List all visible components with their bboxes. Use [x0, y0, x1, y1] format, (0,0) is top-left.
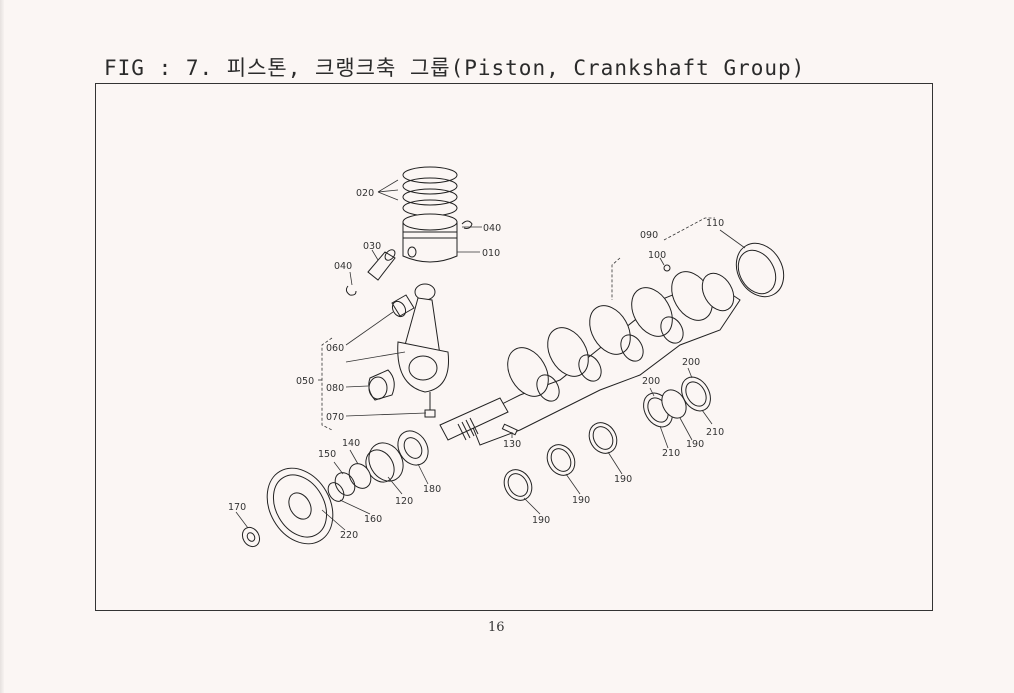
callout-030: 030: [363, 241, 381, 252]
key-130: [501, 423, 518, 436]
callout-200-right: 200: [682, 357, 700, 368]
callout-110: 110: [706, 218, 724, 229]
main-bearing-190-1: [503, 469, 533, 501]
callout-labels: 020 040 010 030 040 060 050 080 070 090 …: [228, 188, 724, 541]
nut-170: [241, 526, 261, 548]
callout-120: 120: [395, 496, 413, 507]
callout-090: 090: [640, 230, 658, 241]
leader-lines: [235, 179, 746, 531]
page-binding-edge: [0, 0, 4, 693]
callout-130: 130: [503, 439, 521, 450]
callout-220: 220: [340, 530, 358, 541]
callout-190-1: 190: [532, 515, 550, 526]
callout-150: 150: [318, 449, 336, 460]
rear-seal-110: [735, 242, 785, 298]
crankshaft: [439, 271, 741, 446]
callout-200-left: 200: [642, 376, 660, 387]
gear-120: [365, 442, 404, 483]
small-end-bushing: [391, 294, 415, 318]
page-number: 16: [488, 620, 505, 635]
rod-bolt-070: [424, 392, 436, 418]
callout-180: 180: [423, 484, 441, 495]
thrust-washer-200-210-right: [681, 376, 711, 412]
callout-020: 020: [356, 188, 374, 199]
callout-140: 140: [342, 438, 360, 449]
rod-bearing-080: [368, 369, 395, 401]
main-bearing-190-2: [546, 444, 576, 476]
gear-180: [397, 430, 429, 466]
callout-160: 160: [364, 514, 382, 525]
callout-100: 100: [648, 250, 666, 261]
callout-190-3: 190: [614, 474, 632, 485]
dowel-100: [663, 264, 671, 272]
callout-040-left: 040: [334, 261, 352, 272]
collar-140: [348, 463, 372, 489]
circlip-040-left: [345, 285, 357, 296]
callout-050: 050: [296, 376, 314, 387]
connecting-rod: [397, 283, 450, 393]
piston-rings: [402, 166, 458, 217]
callout-080: 080: [326, 383, 344, 394]
callout-060: 060: [326, 343, 344, 354]
callout-070: 070: [326, 412, 344, 423]
oring-150: [334, 472, 356, 496]
thrust-washer-200-210-left: [643, 389, 687, 428]
piston: [402, 213, 458, 263]
callout-190-4: 190: [686, 439, 704, 450]
callout-210-right: 210: [706, 427, 724, 438]
callout-010: 010: [482, 248, 500, 259]
callout-040-right: 040: [483, 223, 501, 234]
callout-210-left: 210: [662, 448, 680, 459]
piston-pin: [367, 249, 396, 281]
figure-title: FIG : 7. 피스톤, 크랭크축 그룹(Piston, Crankshaft…: [104, 56, 806, 80]
callout-190-2: 190: [572, 495, 590, 506]
main-bearing-190-3: [588, 422, 618, 454]
circlip-040-right: [461, 220, 473, 229]
crank-pulley-220: [266, 467, 334, 545]
callout-170: 170: [228, 502, 246, 513]
diagram-frame: [95, 83, 933, 611]
